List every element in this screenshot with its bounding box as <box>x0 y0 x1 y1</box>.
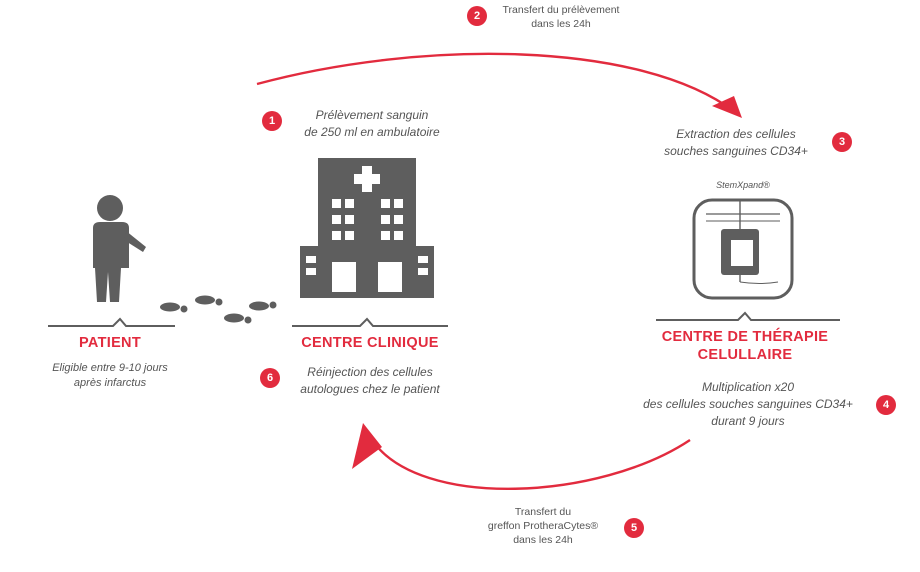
step-6-line-1: Réinjection des cellules <box>307 365 433 379</box>
clinic-title: CENTRE CLINIQUE <box>301 335 439 351</box>
step-6-text: Réinjection des cellules autologues chez… <box>282 364 458 398</box>
step-5-line-1: Transfert du <box>514 506 572 518</box>
therapy-baseline <box>656 311 840 321</box>
step-1-text: Prélèvement sanguin de 250 ml en ambulat… <box>282 107 462 141</box>
patient-line-1: Eligible entre 9-10 jours <box>52 362 168 374</box>
step-3-line-1: Extraction des cellules <box>676 127 796 141</box>
walking-person-icon <box>93 195 146 302</box>
step-6-line-2: autologues chez le patient <box>300 382 440 396</box>
step-1-badge: 1 <box>262 111 282 131</box>
cell-culture-device-icon <box>692 198 794 300</box>
step-3-badge: 3 <box>832 132 852 152</box>
patient-title: PATIENT <box>79 335 141 351</box>
step-3-text: Extraction des cellules souches sanguine… <box>636 126 836 160</box>
clinic-baseline <box>292 317 448 327</box>
step-4-line-2: des cellules souches sanguines CD34+ <box>643 397 853 411</box>
arrow-clinic-to-therapy <box>256 52 736 113</box>
therapy-title: CENTRE DE THÉRAPIE CELULLAIRE <box>630 328 860 364</box>
step-5-text: Transfert du greffon ProtheraCytes® dans… <box>468 505 618 547</box>
footprints-icon <box>160 295 277 324</box>
step-6-badge: 6 <box>260 368 280 388</box>
arrowhead-bottom <box>352 423 382 469</box>
step-4-line-1: Multiplication x20 <box>701 380 795 394</box>
arrow-therapy-to-clinic <box>371 439 691 490</box>
step-2-line-1: Transfert du prélèvement <box>502 4 620 16</box>
step-5-line-2: greffon ProtheraCytes® <box>487 520 599 532</box>
therapy-title-line-1: CENTRE DE THÉRAPIE <box>661 329 829 345</box>
arrowhead-top <box>712 96 742 118</box>
patient-baseline <box>48 317 175 327</box>
step-2-line-2: dans les 24h <box>531 18 591 30</box>
step-4-text: Multiplication x20 des cellules souches … <box>622 379 874 430</box>
device-label: StemXpand® <box>716 180 770 190</box>
step-1-line-2: de 250 ml en ambulatoire <box>304 125 440 139</box>
hospital-building-icon <box>300 158 434 298</box>
step-5-badge: 5 <box>624 518 644 538</box>
therapy-title-line-2: CELULLAIRE <box>697 347 793 363</box>
step-2-badge: 2 <box>467 6 487 26</box>
step-4-line-3: durant 9 jours <box>711 414 785 428</box>
step-5-line-3: dans les 24h <box>513 534 573 546</box>
patient-text: Eligible entre 9-10 jours après infarctu… <box>30 361 190 391</box>
step-1-line-1: Prélèvement sanguin <box>315 108 429 122</box>
patient-line-2: après infarctus <box>73 377 147 389</box>
step-3-line-2: souches sanguines CD34+ <box>664 144 808 158</box>
step-4-badge: 4 <box>876 395 896 415</box>
step-2-text: Transfert du prélèvement dans les 24h <box>486 3 636 31</box>
